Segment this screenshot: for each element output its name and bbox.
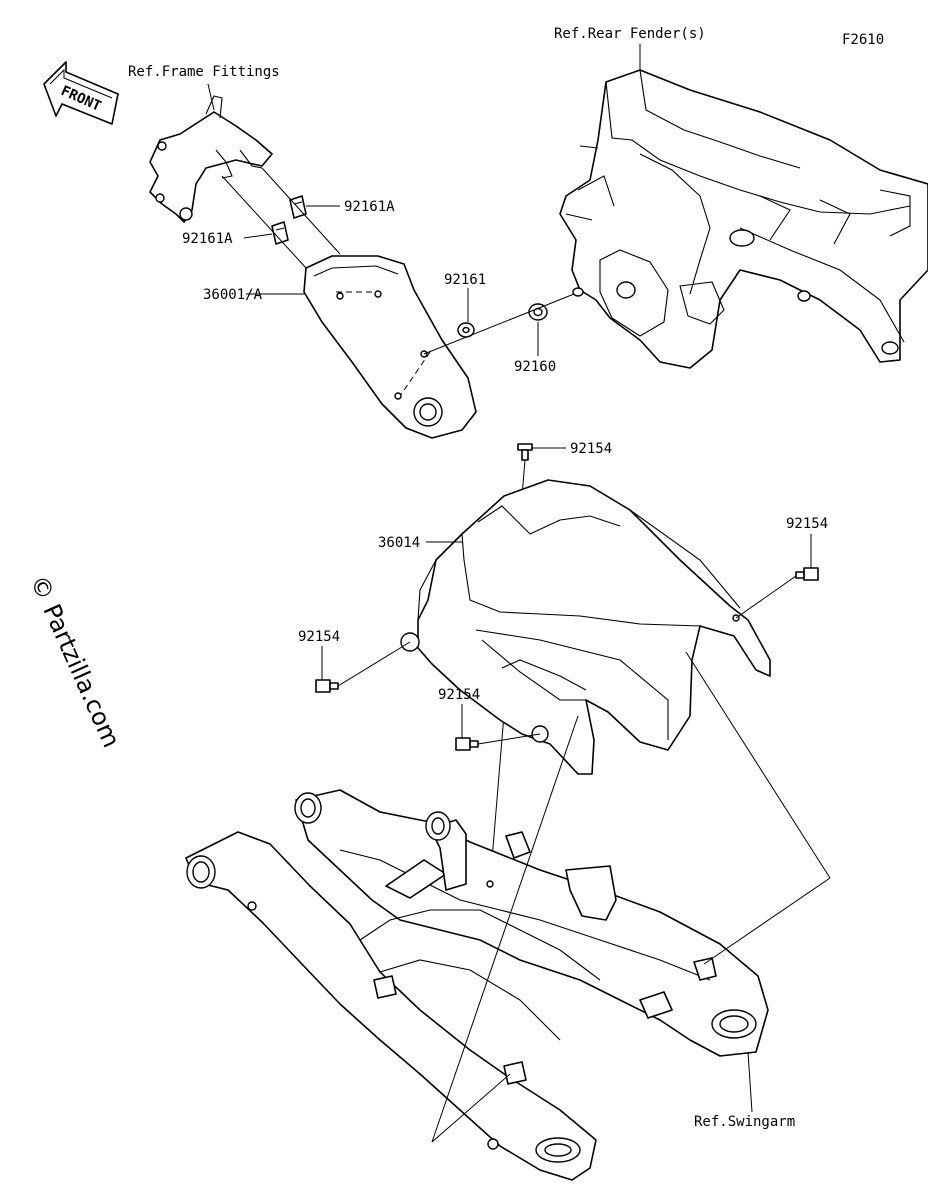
bolt-92154-right bbox=[795, 567, 819, 581]
bolt-92154-top bbox=[517, 443, 533, 461]
label-36001a: 36001/A bbox=[203, 287, 263, 303]
bolt-92154-bottom bbox=[455, 737, 479, 751]
label-92154-right: 92154 bbox=[786, 516, 828, 532]
ref-frame-fittings-label: Ref.Frame Fittings bbox=[128, 64, 280, 80]
frame-fittings-bracket bbox=[149, 95, 273, 223]
rear-fender-assembly bbox=[559, 69, 928, 369]
chain-cover-36014 bbox=[400, 479, 771, 775]
watermark: © Partzilla.com bbox=[25, 571, 126, 752]
label-92161: 92161 bbox=[444, 272, 486, 288]
ref-rear-fender-label: Ref.Rear Fender(s) bbox=[554, 26, 706, 42]
washer-92161 bbox=[457, 322, 475, 338]
bolt-92154-left bbox=[315, 679, 339, 693]
swingarm bbox=[185, 789, 769, 1181]
label-92154-top: 92154 bbox=[570, 441, 612, 457]
label-92160: 92160 bbox=[514, 359, 556, 375]
label-92161a-lower: 92161A bbox=[182, 231, 233, 247]
clip-92161a-lower bbox=[271, 221, 289, 245]
ref-swingarm-label: Ref.Swingarm bbox=[694, 1114, 795, 1130]
label-36014: 36014 bbox=[378, 535, 420, 551]
front-arrow-icon: FRONT bbox=[43, 61, 119, 125]
label-92161a-upper: 92161A bbox=[344, 199, 395, 215]
label-92154-left: 92154 bbox=[298, 629, 340, 645]
side-cover-36001a bbox=[303, 255, 477, 439]
grommet-92160 bbox=[528, 303, 548, 321]
diagram-code: F2610 bbox=[842, 32, 884, 48]
label-92154-bottom: 92154 bbox=[438, 687, 480, 703]
